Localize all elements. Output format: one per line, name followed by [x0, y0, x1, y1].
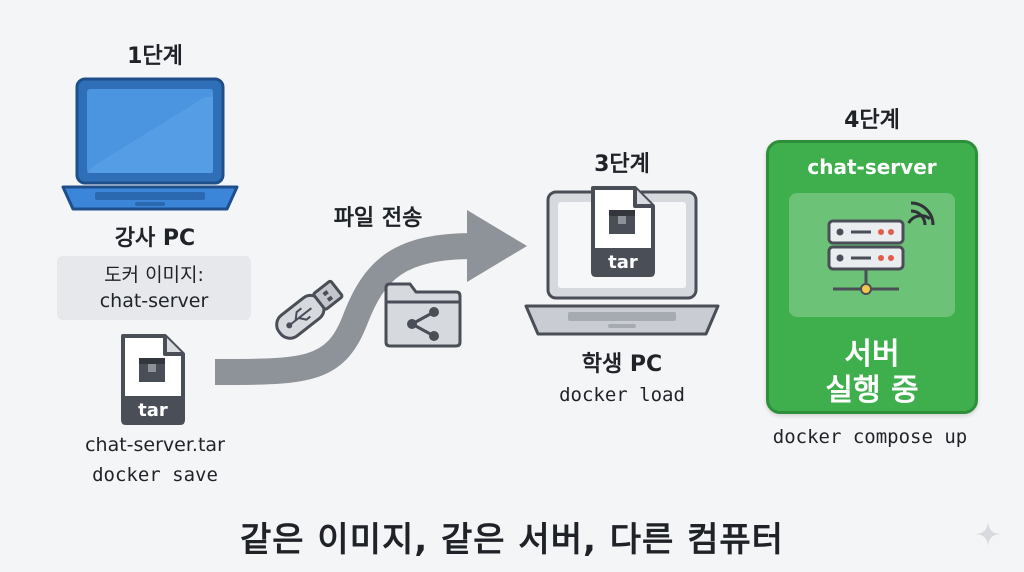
- footer-title: 같은 이미지, 같은 서버, 다른 컴퓨터: [240, 520, 784, 560]
- instructor-pc-label: 강사 PC: [114, 226, 196, 251]
- server-status-line2: 실행 중: [825, 373, 919, 408]
- server-card: chat-server: [766, 140, 978, 414]
- server-panel: [789, 193, 955, 317]
- step-4-label: 4단계: [844, 108, 900, 133]
- docker-compose-command: docker compose up: [772, 426, 968, 448]
- step-1-label: 1단계: [127, 44, 183, 69]
- tar-badge-label: tar: [138, 400, 168, 421]
- sparkle-icon: [974, 520, 1002, 548]
- instructor-laptop-icon: [55, 75, 245, 215]
- step-3-label: 3단계: [594, 152, 650, 177]
- tar-file-on-laptop-icon: [587, 184, 657, 278]
- docker-image-label: 도커 이미지:: [104, 264, 204, 286]
- shared-folder-icon: [382, 280, 466, 350]
- docker-image-name: chat-server: [99, 290, 209, 312]
- tar-file-icon: [117, 332, 187, 426]
- student-pc-label: 학생 PC: [581, 352, 663, 377]
- docker-load-command: docker load: [559, 384, 685, 406]
- tar-file-name: chat-server.tar: [85, 434, 225, 456]
- docker-image-box: 도커 이미지: chat-server: [57, 256, 251, 320]
- wifi-signal-icon: [903, 199, 937, 233]
- server-card-title: chat-server: [807, 155, 937, 179]
- transfer-arrow: [215, 200, 535, 400]
- docker-save-command: docker save: [92, 464, 218, 486]
- tar-badge-label-3: tar: [608, 252, 638, 273]
- server-status-line1: 서버: [844, 337, 900, 372]
- file-transfer-label: 파일 전송: [333, 206, 423, 231]
- server-icon: [825, 211, 925, 307]
- usb-drive-icon: [268, 275, 350, 345]
